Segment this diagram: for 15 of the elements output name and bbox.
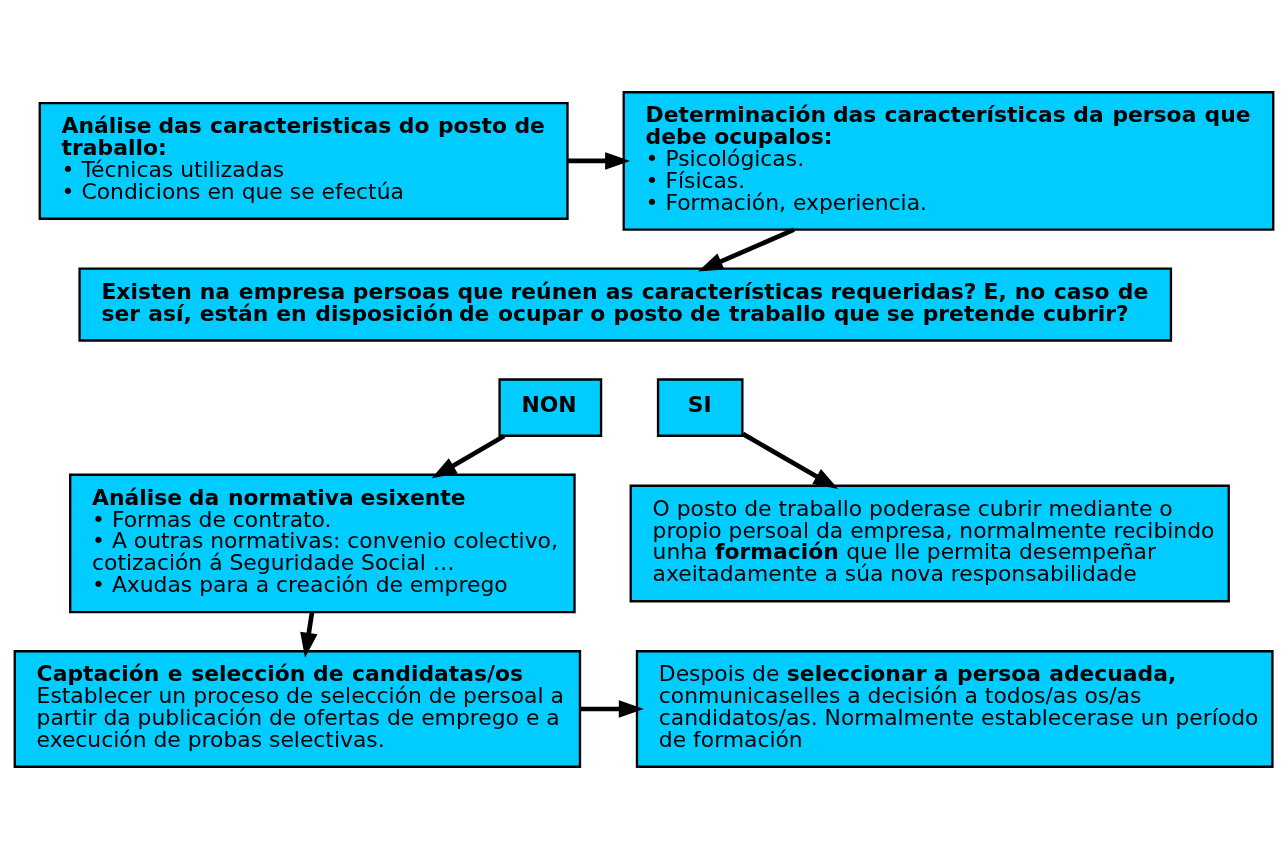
node-box: NON [498, 377, 603, 437]
node-box: Despois de seleccionar a persoa adecuada, conmunicaselles a decisión a todos/as os/as candidatos/as. Normalmente establecerase un período de formación [635, 649, 1274, 768]
node-box: O posto de traballo poderase cubrir mediante o propio persoal da empresa, normalmente recibindo unha formación que lle permita desempeñar axeitadamente a súa nova responsabilidade [629, 484, 1230, 602]
arrow [568, 151, 631, 170]
node-box: Captación e selección de candidatas/os Establecer un proceso de selección de persoal a partir da publicación de ofertas de emprego e a execución de probas selectivas. [13, 649, 582, 768]
node-box: Análise da normativa esixente • Formas de contrato. • A outras normativas: convenio colectivo, cotización á Seguridade Social … • Axudas para a creación de emprego [69, 473, 576, 613]
node-box: Existen na empresa persoas que reúnen as características requeridas? E, no caso de ser así, están en disposición de ocupar o posto de traballo que se pretende cubrir? [78, 267, 1173, 342]
arrow [580, 699, 644, 718]
arrow [300, 611, 318, 658]
arrow [431, 433, 506, 478]
arrow [698, 227, 795, 271]
node-box: Determinación das características da persoa que debe ocupalos: • Psicológicas. • Físicas. • Formación, experiencia. [622, 90, 1275, 231]
arrow [741, 431, 839, 489]
node-box: SI [656, 377, 744, 437]
node-box: Análise das caracteristicas do posto de traballo: • Técnicas utilizadas • Condicions en que se efectúa [38, 101, 569, 220]
